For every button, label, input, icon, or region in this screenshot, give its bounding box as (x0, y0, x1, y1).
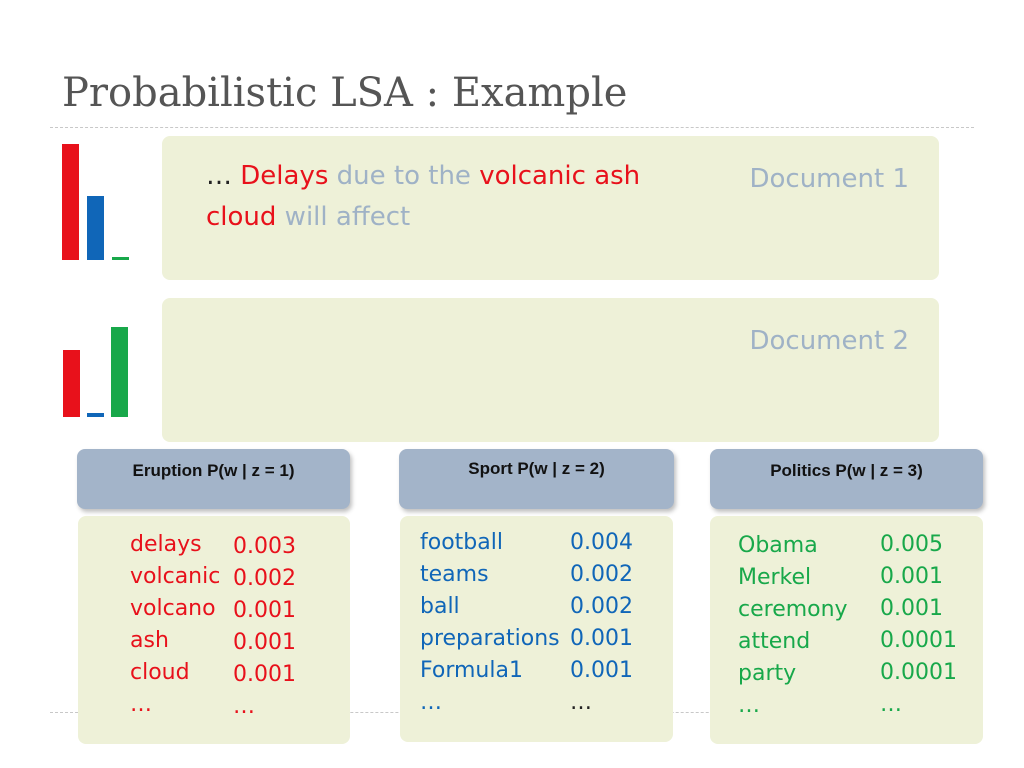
list-item: attend (738, 629, 811, 654)
doc2-bar-politics (111, 327, 128, 417)
list-item: … (233, 694, 255, 719)
list-item: … (130, 692, 152, 717)
topic-box-eruption: delays volcanic volcano ash cloud … 0.00… (78, 516, 350, 744)
list-item: preparations (420, 626, 560, 651)
list-item: ball (420, 594, 460, 619)
list-item: volcanic (130, 564, 221, 589)
list-item: ash (130, 628, 169, 653)
topic-box-politics: Obama Merkel ceremony attend party … 0.0… (710, 516, 983, 744)
doc1-ellipsis: … (206, 161, 241, 191)
doc1-filler-1: due to the (328, 161, 480, 191)
slide-title: Probabilistic LSA : Example (62, 70, 628, 116)
list-item: party (738, 661, 797, 686)
document-1-text: … Delays due to the volcanic ash cloud w… (206, 156, 686, 238)
doc1-bar-sport (87, 196, 104, 260)
list-item: 0.001 (233, 662, 296, 687)
list-item: … (570, 690, 592, 715)
list-item: ceremony (738, 597, 848, 622)
list-item: Formula1 (420, 658, 523, 683)
list-item: Obama (738, 533, 818, 558)
list-item: delays (130, 532, 202, 557)
eruption-prob-list: 0.003 0.002 0.001 0.001 0.001 … (233, 531, 296, 723)
document-1-label: Document 1 (749, 164, 909, 194)
doc1-word-delays: Delays (240, 161, 329, 191)
list-item: Merkel (738, 565, 812, 590)
list-item: … (738, 693, 760, 718)
list-item: 0.002 (570, 562, 633, 587)
list-item: football (420, 530, 503, 555)
politics-word-list: Obama Merkel ceremony attend party … (738, 530, 848, 722)
list-item: cloud (130, 660, 190, 685)
title-divider (50, 127, 974, 128)
list-item: 0.0001 (880, 628, 957, 653)
doc2-bar-sport (87, 413, 104, 417)
list-item: … (420, 690, 442, 715)
document-1-box: … Delays due to the volcanic ash cloud w… (162, 136, 939, 280)
doc1-bar-eruption (62, 144, 79, 260)
list-item: … (880, 692, 902, 717)
doc1-filler-2: will affect (276, 202, 411, 232)
doc1-bar-politics (112, 257, 129, 260)
list-item: 0.001 (233, 630, 296, 655)
topic-header-sport: Sport P(w | z = 2) (399, 449, 674, 509)
list-item: 0.0001 (880, 660, 957, 685)
list-item: 0.005 (880, 532, 943, 557)
list-item: 0.001 (880, 596, 943, 621)
list-item: teams (420, 562, 489, 587)
topic-header-eruption: Eruption P(w | z = 1) (77, 449, 350, 509)
list-item: 0.002 (570, 594, 633, 619)
list-item: 0.001 (570, 658, 633, 683)
topic-header-politics: Politics P(w | z = 3) (710, 449, 983, 509)
topic-box-sport: football teams ball preparations Formula… (400, 516, 673, 742)
doc2-bar-eruption (63, 350, 80, 417)
list-item: 0.004 (570, 530, 633, 555)
politics-prob-list: 0.005 0.001 0.001 0.0001 0.0001 … (880, 529, 957, 721)
document-2-label: Document 2 (749, 326, 909, 356)
eruption-word-list: delays volcanic volcano ash cloud … (130, 529, 220, 721)
list-item: 0.001 (880, 564, 943, 589)
list-item: 0.001 (570, 626, 633, 651)
document-2-box: Document 2 (162, 298, 939, 442)
sport-prob-list: 0.004 0.002 0.002 0.001 0.001 … (570, 527, 633, 719)
list-item: 0.002 (233, 566, 296, 591)
sport-word-list: football teams ball preparations Formula… (420, 527, 560, 719)
list-item: 0.003 (233, 534, 296, 559)
list-item: volcano (130, 596, 216, 621)
doc1-words-volcanic-ash-cloud: volcanic ash cloud (206, 161, 641, 232)
list-item: 0.001 (233, 598, 296, 623)
